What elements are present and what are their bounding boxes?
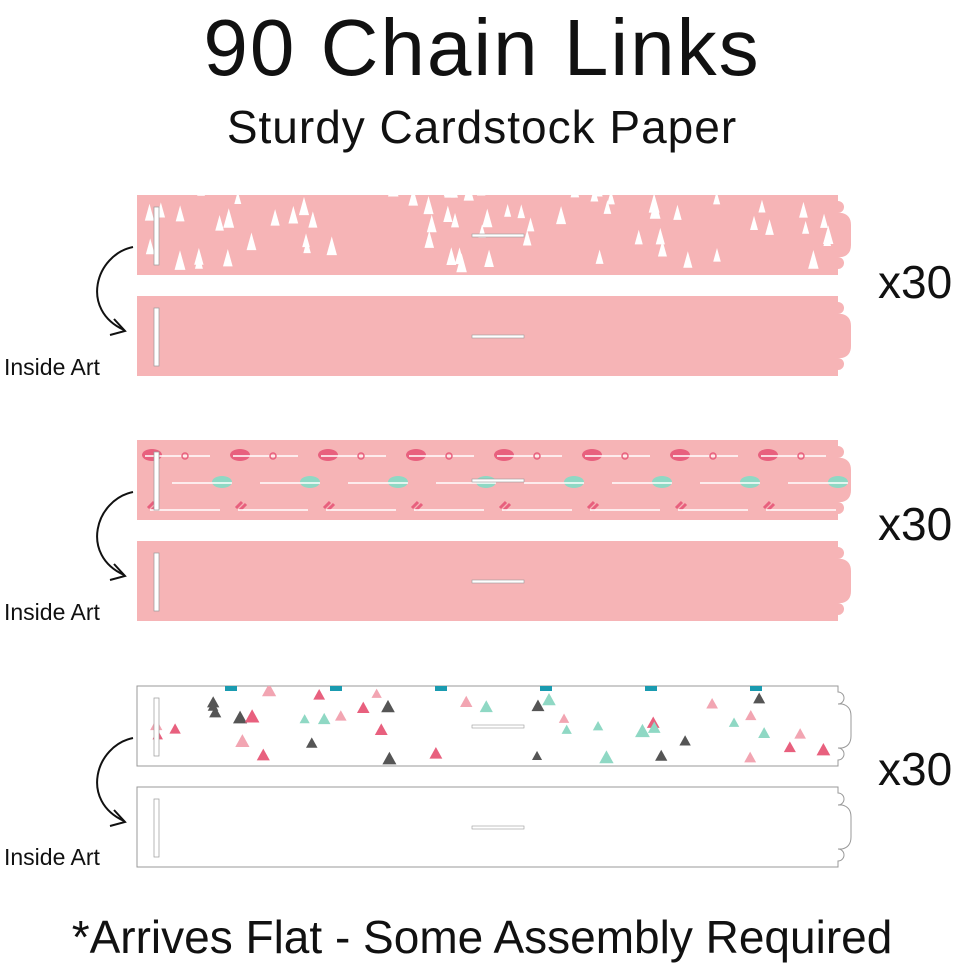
page-subtitle: Sturdy Cardstock Paper (226, 101, 738, 153)
strip-3-front (136, 685, 852, 767)
slit (471, 825, 525, 830)
slit (153, 697, 160, 757)
strip-3-inside (136, 786, 852, 868)
curved-arrow-icon-2 (96, 491, 134, 581)
strip-2-front (137, 440, 851, 520)
inside-art-label-1: Inside Art (4, 354, 100, 380)
strip-1-front (137, 195, 851, 275)
slit (153, 206, 160, 266)
slit (471, 334, 525, 339)
inside-art-label-2: Inside Art (4, 599, 100, 625)
slit (153, 552, 160, 612)
curved-arrow-icon-1 (96, 246, 134, 336)
slit (471, 478, 525, 483)
quantity-label-1: x30 (878, 256, 953, 308)
quantity-label-2: x30 (878, 498, 953, 550)
slit (471, 579, 525, 584)
slit (471, 233, 525, 238)
strip-2-inside (137, 541, 851, 621)
slit (153, 798, 160, 858)
slit (153, 451, 160, 511)
inside-art-label-3: Inside Art (4, 844, 100, 870)
footer-note: *Arrives Flat - Some Assembly Required (71, 911, 893, 963)
slit (153, 307, 160, 367)
page-title: 90 Chain Links (203, 3, 761, 92)
slit (471, 724, 525, 729)
quantity-label-3: x30 (878, 743, 953, 795)
strip-1-inside (137, 296, 851, 376)
curved-arrow-icon-3 (96, 737, 134, 827)
